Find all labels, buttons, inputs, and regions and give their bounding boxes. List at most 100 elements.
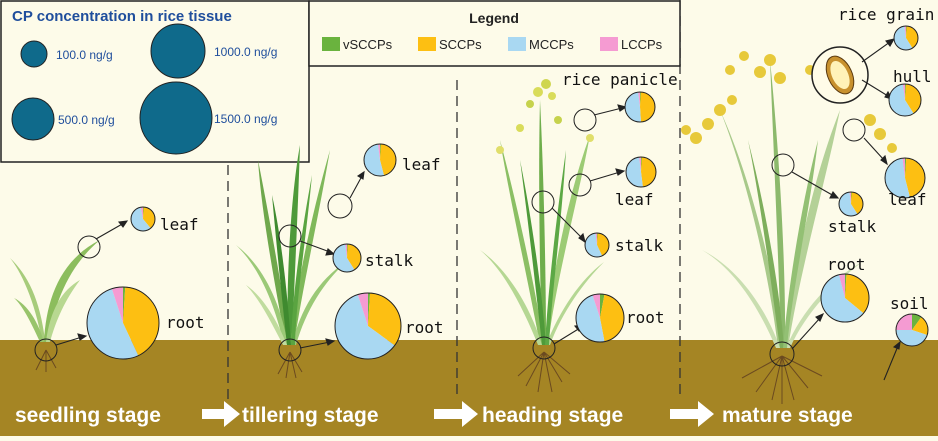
pie-slice-mccps bbox=[625, 92, 641, 122]
pie-mature-soil bbox=[895, 313, 929, 347]
pie-outline bbox=[332, 243, 362, 273]
pie-slice-mccps bbox=[86, 288, 139, 360]
pie-slice-sccps bbox=[905, 158, 925, 198]
pie-seedling-root bbox=[86, 286, 160, 360]
pie-tillering-stalk bbox=[332, 243, 362, 273]
stage-arrow-1 bbox=[202, 401, 240, 427]
seedling-plant-illustration bbox=[10, 240, 100, 342]
pie-outline bbox=[895, 313, 929, 347]
pie-mature-leaf bbox=[884, 157, 926, 199]
pie-outline bbox=[838, 191, 864, 217]
pie-slice-lccps bbox=[639, 157, 641, 172]
bubble-1500-label: 1500.0 ng/g bbox=[214, 112, 277, 126]
label-mature-grain: rice grain bbox=[838, 5, 934, 24]
pie-slice-sccps bbox=[368, 293, 402, 346]
pie-slice-lccps bbox=[592, 294, 600, 318]
pie-slice-sccps bbox=[597, 233, 610, 256]
pie-slice-mccps bbox=[363, 144, 384, 177]
pie-slice-vsccps bbox=[380, 143, 381, 160]
label-tillering-stalk: stalk bbox=[365, 251, 414, 270]
pie-slice-vsccps bbox=[600, 294, 605, 318]
pie-slice-mccps bbox=[894, 26, 913, 50]
label-tillering-leaf: leaf bbox=[402, 155, 441, 174]
pie-slice-sccps bbox=[851, 192, 864, 215]
stage-arrow-3 bbox=[670, 401, 714, 427]
pie-slice-sccps bbox=[641, 157, 656, 187]
legend-label-sccps: SCCPs bbox=[439, 37, 482, 52]
pie-slice-lccps bbox=[904, 25, 906, 38]
bubble-500 bbox=[11, 97, 55, 141]
pie-slice-lccps bbox=[902, 84, 905, 100]
pie-slice-vsccps bbox=[143, 206, 144, 219]
bubble-100-label: 100.0 ng/g bbox=[56, 48, 113, 62]
stage-timeline: seedling stage tillering stage heading s… bbox=[15, 401, 853, 427]
pie-slice-vsccps bbox=[123, 287, 126, 323]
label-heading-stalk: stalk bbox=[615, 236, 664, 255]
pie-slice-mccps bbox=[821, 274, 864, 322]
legend-swatch-vsccps bbox=[322, 37, 340, 51]
pie-slice-mccps bbox=[895, 330, 928, 347]
pie-slice-vsccps bbox=[905, 83, 906, 100]
label-mature-soil: soil bbox=[890, 294, 929, 313]
label-seedling-root: root bbox=[166, 313, 205, 332]
pie-mature-stalk bbox=[838, 191, 864, 217]
pie-slice-vsccps bbox=[597, 232, 598, 245]
pie-slice-sccps bbox=[600, 294, 624, 342]
pie-heading-stalk bbox=[584, 232, 610, 258]
heading-plant-illustration bbox=[480, 79, 604, 345]
bubble-1000 bbox=[150, 23, 206, 79]
pie-slice-vsccps bbox=[851, 191, 852, 204]
pie-tillering-leaf bbox=[363, 143, 397, 177]
bubble-1000-label: 1000.0 ng/g bbox=[214, 45, 277, 59]
pie-charts bbox=[86, 25, 929, 360]
pie-outline bbox=[888, 83, 922, 117]
bubble-500-label: 500.0 ng/g bbox=[58, 113, 115, 127]
pie-slice-mccps bbox=[332, 244, 355, 273]
legend-label-lccps: LCCPs bbox=[621, 37, 663, 52]
legend-title: Legend bbox=[469, 10, 519, 26]
pie-mature-hull bbox=[888, 83, 922, 117]
pie-slice-vsccps bbox=[347, 244, 348, 258]
legend-swatch-sccps bbox=[418, 37, 436, 51]
pie-tillering-root bbox=[334, 292, 402, 360]
stage-label-heading: heading stage bbox=[482, 404, 623, 427]
label-mature-stalk: stalk bbox=[828, 217, 877, 236]
legend-label-mccps: MCCPs bbox=[529, 37, 574, 52]
tillering-plant-illustration bbox=[236, 145, 346, 345]
label-mature-root: root bbox=[827, 255, 866, 274]
pie-slice-vsccps bbox=[912, 314, 922, 330]
pie-slice-vsccps bbox=[906, 25, 907, 38]
pie-slice-lccps bbox=[345, 244, 347, 258]
label-heading-panicle: rice panicle bbox=[562, 70, 678, 89]
pie-outline bbox=[625, 156, 657, 188]
pie-heading-root bbox=[575, 293, 625, 343]
pie-slice-lccps bbox=[896, 314, 912, 330]
pie-slice-lccps bbox=[357, 293, 368, 326]
stage-label-tillering: tillering stage bbox=[242, 404, 379, 427]
pie-seedling-leaf bbox=[130, 206, 156, 232]
stage-label-mature: mature stage bbox=[722, 404, 853, 427]
legend: Legend vSCCPs SCCPs MCCPs LCCPs bbox=[308, 0, 681, 67]
pie-outline bbox=[893, 25, 919, 51]
pie-slice-lccps bbox=[902, 158, 905, 178]
pie-slice-lccps bbox=[595, 232, 597, 245]
pie-slice-sccps bbox=[640, 92, 655, 122]
pie-mature-root bbox=[820, 273, 870, 323]
pie-outline bbox=[884, 157, 926, 199]
pie-slice-sccps bbox=[123, 287, 159, 356]
legend-swatch-mccps bbox=[508, 37, 526, 51]
legend-box bbox=[308, 0, 681, 67]
pie-mature-grain bbox=[893, 25, 919, 51]
pie-outline bbox=[334, 292, 402, 360]
pie-slice-lccps bbox=[140, 207, 143, 219]
pie-outline bbox=[584, 232, 610, 258]
pie-slice-sccps bbox=[912, 317, 928, 335]
label-mature-hull: hull bbox=[893, 67, 932, 86]
pie-slice-lccps bbox=[377, 144, 380, 160]
pie-slice-mccps bbox=[626, 157, 643, 187]
pie-slice-sccps bbox=[906, 26, 919, 49]
pie-slice-sccps bbox=[347, 244, 361, 270]
pie-slice-lccps bbox=[111, 286, 123, 323]
